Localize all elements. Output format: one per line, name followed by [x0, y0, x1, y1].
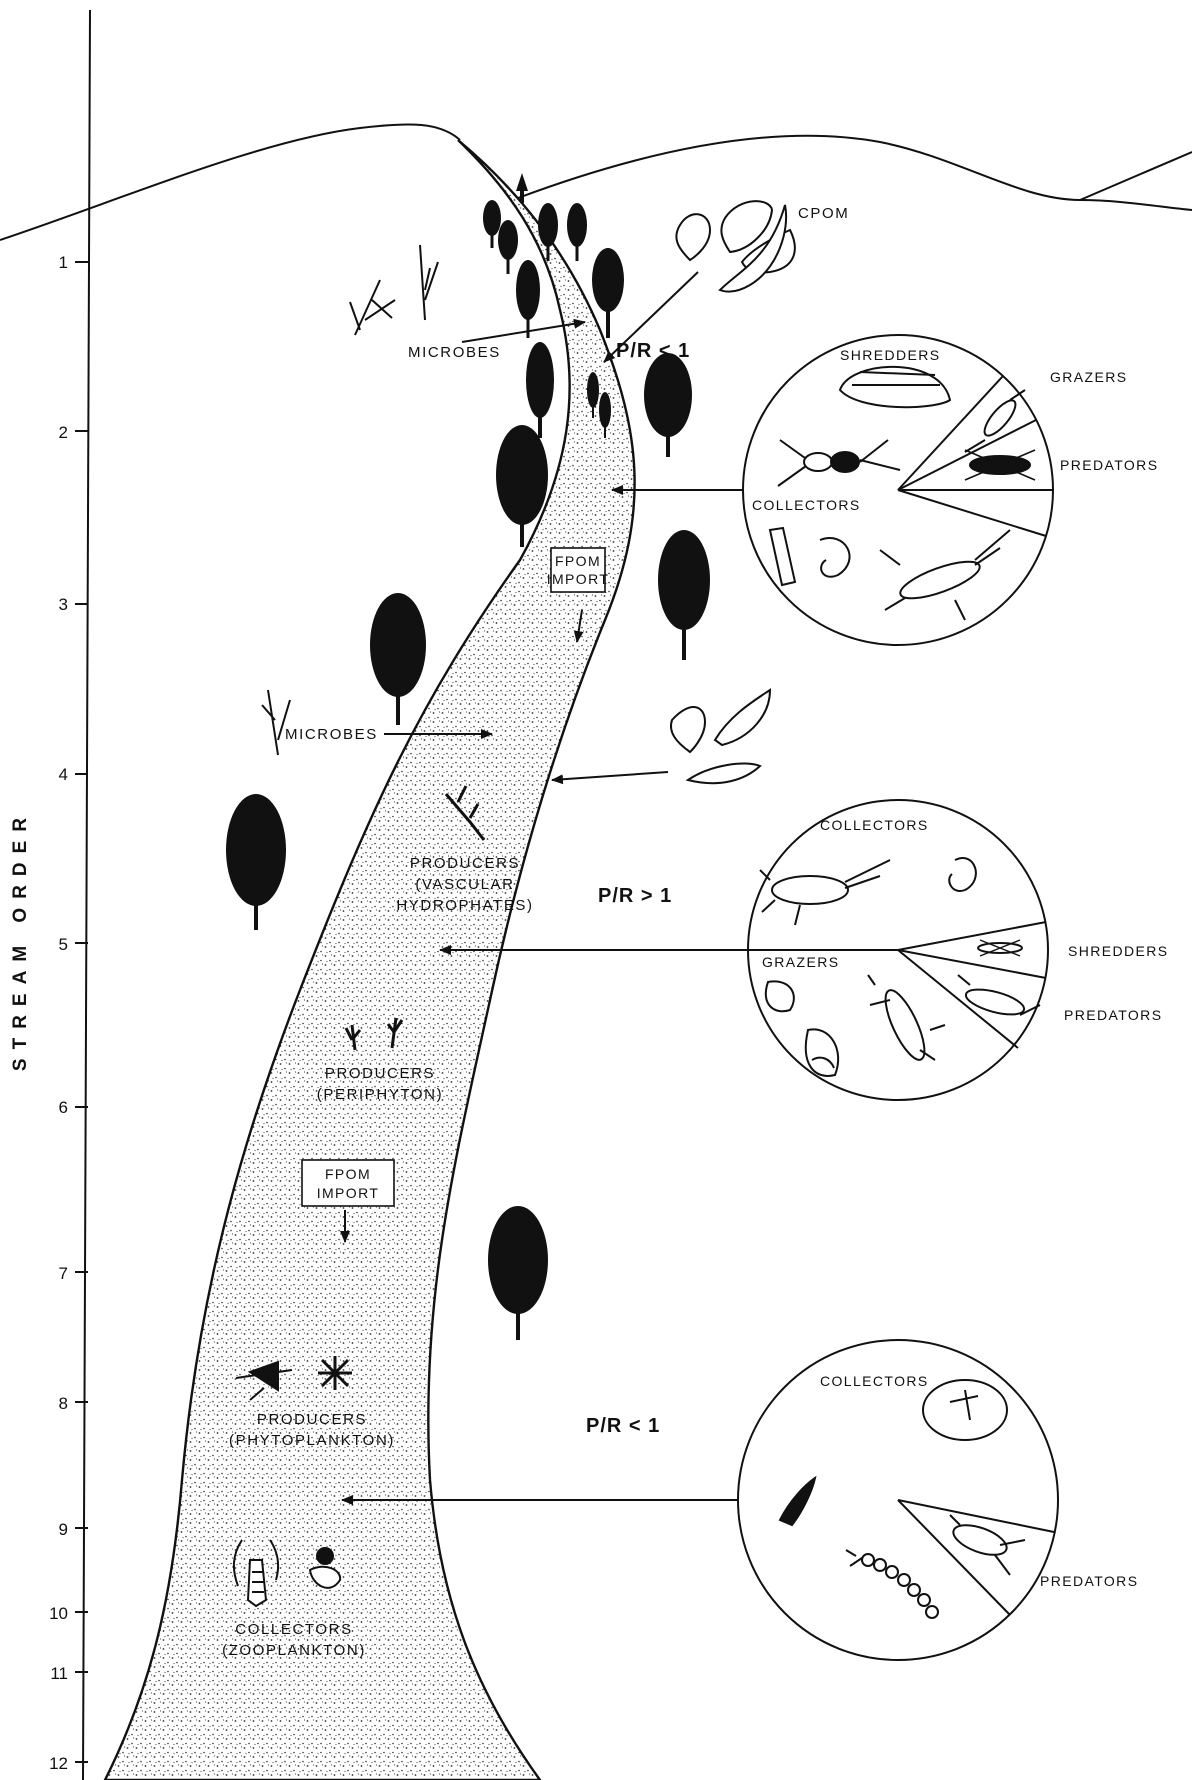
tree-icon: [498, 220, 518, 274]
pie-middle-shredders: SHREDDERS: [1068, 943, 1169, 959]
producers-line: PRODUCERS: [257, 1411, 367, 1428]
tree-icon: [644, 353, 692, 457]
tick-label: 5: [59, 935, 68, 954]
tick-label: 1: [59, 253, 68, 272]
axis-title: STREAM ORDER: [10, 809, 31, 1071]
fpom-label: FPOM: [555, 553, 601, 569]
pie-upper-shredders: SHREDDERS: [840, 347, 941, 363]
tick-label: 4: [59, 765, 68, 784]
right-hill: [518, 136, 1192, 210]
collectors-line: COLLECTORS: [235, 1621, 352, 1638]
producers-line: PRODUCERS: [410, 855, 520, 872]
leaf-icon: [676, 214, 710, 260]
hills: [0, 124, 1192, 240]
pie-upper-collectors: COLLECTORS: [752, 497, 861, 513]
tick-label: 7: [59, 1264, 68, 1283]
tree-icon: [526, 342, 554, 438]
tick-label: 11: [50, 1664, 68, 1683]
tree-icon: [488, 1206, 548, 1340]
pie-upper-predators: PREDATORS: [1060, 457, 1158, 473]
tree-icon: [370, 593, 426, 725]
leaf-icon: [715, 690, 770, 745]
tick-label: 8: [59, 1394, 68, 1413]
vascular-line: (VASCULAR: [415, 876, 514, 893]
axis-tick-labels: 1 2 3 4 5 6 7 8 9 10 11 12: [49, 253, 68, 1773]
microbes-label-middle: MICROBES: [285, 726, 378, 743]
snail-shell-icon: [766, 981, 794, 1011]
zooplankton-line: (ZOOPLANKTON): [222, 1642, 366, 1659]
leaf-icon: [688, 764, 760, 784]
microbes-label-upper: MICROBES: [408, 344, 501, 361]
periphyton-line: (PERIPHYTON): [317, 1086, 443, 1103]
tick-label: 6: [59, 1098, 68, 1117]
far-ridge: [1080, 152, 1192, 200]
import-label: IMPORT: [547, 571, 610, 587]
fpom-import-box-lower: FPOM IMPORT: [302, 1160, 394, 1206]
tick-label: 12: [49, 1754, 68, 1773]
stream-order-axis: [75, 10, 90, 1780]
tree-icon: [658, 530, 710, 660]
tree-icon: [516, 260, 540, 338]
stream-channel: [105, 140, 635, 1780]
pr-ratio-upper: P/R < 1: [616, 340, 690, 362]
phytoplankton-line: (PHYTOPLANKTON): [229, 1432, 395, 1449]
tree-icon: [226, 794, 286, 930]
import-label: IMPORT: [317, 1185, 380, 1201]
producers-line: PRODUCERS: [325, 1065, 435, 1082]
leaf-icon: [671, 707, 705, 752]
pie-middle: [748, 800, 1048, 1100]
pr-ratio-middle: P/R > 1: [598, 885, 672, 907]
cpom-label: CPOM: [798, 205, 849, 222]
hydrophates-line: HYDROPHATES): [396, 897, 533, 914]
tick-label: 9: [59, 1520, 68, 1539]
pie-upper-grazers: GRAZERS: [1050, 369, 1127, 385]
pie-lower-predators: PREDATORS: [1040, 1573, 1138, 1589]
tick-label: 3: [59, 595, 68, 614]
pie-lower-collectors: COLLECTORS: [820, 1373, 929, 1389]
pie-middle-predators: PREDATORS: [1064, 1007, 1162, 1023]
fpom-label: FPOM: [325, 1166, 371, 1182]
left-hill: [0, 124, 460, 240]
pie-middle-grazers: GRAZERS: [762, 954, 839, 970]
clam-icon: [923, 1380, 1007, 1440]
shredder-icon: [978, 940, 1022, 956]
tree-icon: [567, 203, 587, 261]
pr-ratio-lower: P/R < 1: [586, 1415, 660, 1437]
tick-label: 10: [49, 1604, 68, 1623]
axis-line: [83, 10, 90, 1780]
star-algae-icon: [318, 1356, 352, 1390]
arrow-cpom-middle: [552, 772, 668, 780]
fpom-import-box-upper: FPOM IMPORT: [547, 548, 610, 592]
pie-middle-collectors: COLLECTORS: [820, 817, 929, 833]
tick-label: 2: [59, 423, 68, 442]
pie-upper: [743, 335, 1053, 645]
